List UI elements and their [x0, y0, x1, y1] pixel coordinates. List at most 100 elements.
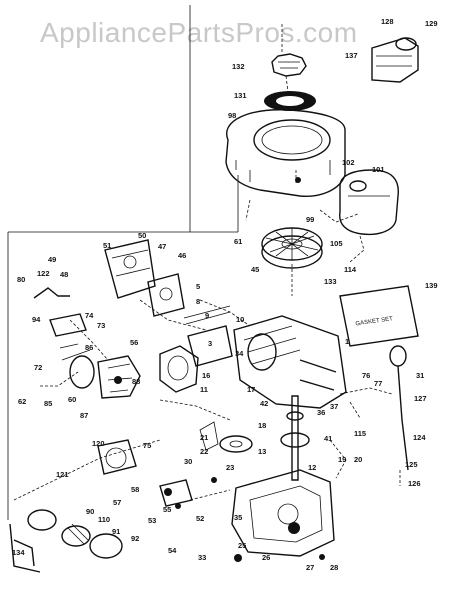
label-139: 139	[425, 281, 438, 290]
label-47: 47	[158, 242, 166, 251]
label-34: 34	[235, 349, 244, 358]
intake-part	[159, 345, 199, 393]
label-28: 28	[330, 563, 338, 572]
flywheel-part	[261, 227, 323, 269]
label-33: 33	[198, 553, 206, 562]
label-105: 105	[330, 239, 343, 248]
label-134: 134	[12, 548, 25, 557]
label-26: 26	[262, 553, 270, 562]
label-42: 42	[260, 399, 268, 408]
label-35: 35	[234, 513, 242, 522]
part-labels: 128 129 132 137 131 98 102 101 61 99 105…	[12, 17, 438, 572]
label-126: 126	[408, 479, 421, 488]
label-23: 23	[226, 463, 234, 472]
label-54: 54	[168, 546, 177, 555]
label-12: 12	[308, 463, 316, 472]
label-41: 41	[324, 434, 332, 443]
screen-ring-part	[264, 91, 316, 111]
label-18: 18	[258, 421, 266, 430]
label-92: 92	[131, 534, 139, 543]
label-22: 22	[200, 447, 208, 456]
label-16: 16	[202, 371, 210, 380]
label-37: 37	[330, 402, 338, 411]
label-129: 129	[425, 19, 438, 28]
label-128: 128	[381, 17, 394, 26]
label-49: 49	[48, 255, 56, 264]
label-98: 98	[228, 111, 236, 120]
assembly-lines	[13, 24, 401, 501]
gasket-plate-part	[147, 273, 185, 317]
air-cleaner-part	[97, 439, 137, 475]
label-125: 125	[405, 460, 418, 469]
label-53: 53	[148, 516, 156, 525]
carburetor-part	[69, 355, 141, 399]
crankshaft-part	[280, 395, 310, 481]
label-9: 9	[205, 311, 209, 320]
label-88: 88	[132, 377, 140, 386]
fuel-tank-part	[339, 169, 399, 236]
label-31: 31	[416, 371, 424, 380]
label-85: 85	[44, 399, 52, 408]
label-61: 61	[234, 237, 242, 246]
label-101: 101	[372, 165, 385, 174]
piston-part	[183, 305, 233, 367]
blower-housing-part	[225, 109, 346, 197]
label-57: 57	[113, 498, 121, 507]
label-10: 10	[236, 315, 244, 324]
label-115: 115	[354, 429, 366, 438]
label-19: 19	[338, 455, 346, 464]
label-86: 86	[85, 343, 93, 352]
label-99: 99	[306, 215, 314, 224]
base-plate-part	[9, 523, 41, 573]
label-51: 51	[103, 241, 111, 250]
label-91: 91	[112, 527, 120, 536]
label-21: 21	[200, 433, 208, 442]
label-102: 102	[342, 158, 355, 167]
label-137: 137	[345, 51, 358, 60]
gasket-set-card: GASKET SET	[339, 285, 419, 347]
label-127: 127	[414, 394, 427, 403]
gasket-set-text: GASKET SET	[355, 316, 393, 327]
small-parts	[159, 421, 325, 562]
label-17: 17	[247, 385, 255, 394]
label-72: 72	[34, 363, 42, 372]
label-114: 114	[344, 265, 357, 274]
crankcase-base-part	[231, 469, 335, 557]
starter-cup-part	[271, 53, 307, 77]
label-5: 5	[196, 282, 200, 291]
label-20: 20	[354, 455, 362, 464]
gear-part	[219, 435, 253, 453]
throttle-linkage-part	[33, 287, 91, 361]
label-27: 27	[306, 563, 314, 572]
label-124: 124	[413, 433, 426, 442]
fuel-tank-bracket-part	[104, 239, 156, 299]
label-25: 25	[238, 541, 246, 550]
label-50: 50	[138, 231, 146, 240]
label-121: 121	[56, 470, 69, 479]
label-1: 1	[345, 337, 349, 346]
label-62: 62	[18, 397, 26, 406]
watermark-text: AppliancePartsPros.com	[40, 17, 358, 48]
label-46: 46	[178, 251, 186, 260]
cylinder-block-part	[233, 315, 347, 409]
label-58: 58	[131, 485, 139, 494]
label-110: 110	[98, 515, 110, 524]
label-30: 30	[184, 457, 192, 466]
label-75: 75	[143, 441, 151, 450]
label-122: 122	[37, 269, 50, 278]
label-87: 87	[80, 411, 88, 420]
label-3: 3	[208, 339, 212, 348]
section-dividers	[7, 5, 239, 520]
label-48: 48	[60, 270, 68, 279]
label-45: 45	[251, 265, 259, 274]
label-90: 90	[86, 507, 94, 516]
label-76: 76	[362, 371, 370, 380]
label-77: 77	[374, 379, 382, 388]
label-80: 80	[17, 275, 25, 284]
label-120: 120	[92, 439, 105, 448]
label-11: 11	[200, 385, 208, 394]
label-36: 36	[317, 408, 325, 417]
air-filter-part	[27, 509, 123, 559]
